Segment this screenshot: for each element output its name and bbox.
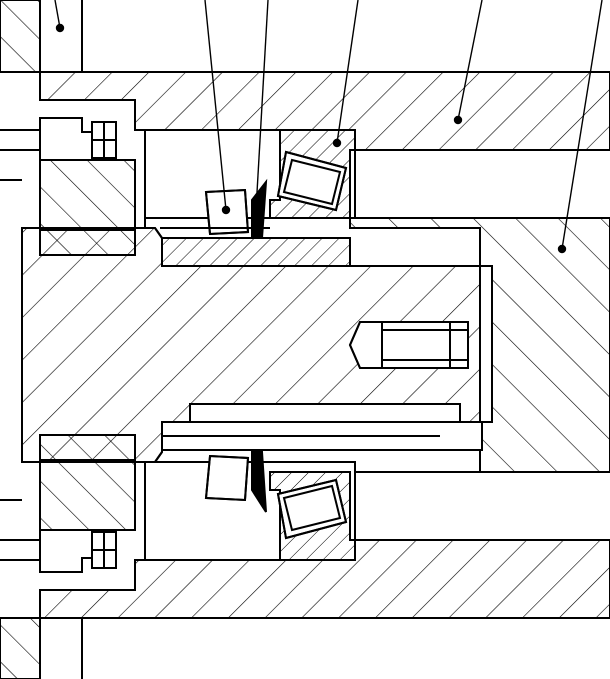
end-plug	[348, 265, 493, 423]
left-wall	[0, 0, 83, 679]
leader-5	[453, 0, 483, 125]
locknut-upper	[0, 117, 136, 256]
leader-2	[204, 0, 231, 215]
spacer-sleeve	[161, 237, 483, 451]
leader-lines	[54, 0, 603, 254]
leader-3	[251, 0, 269, 215]
tapered-roller-bearing-upper	[144, 129, 356, 239]
leader-6	[557, 0, 603, 254]
locknut-lower	[0, 434, 136, 573]
leader-1	[54, 0, 65, 33]
tapered-roller-bearing-lower	[144, 451, 356, 561]
leader-4	[332, 0, 359, 148]
